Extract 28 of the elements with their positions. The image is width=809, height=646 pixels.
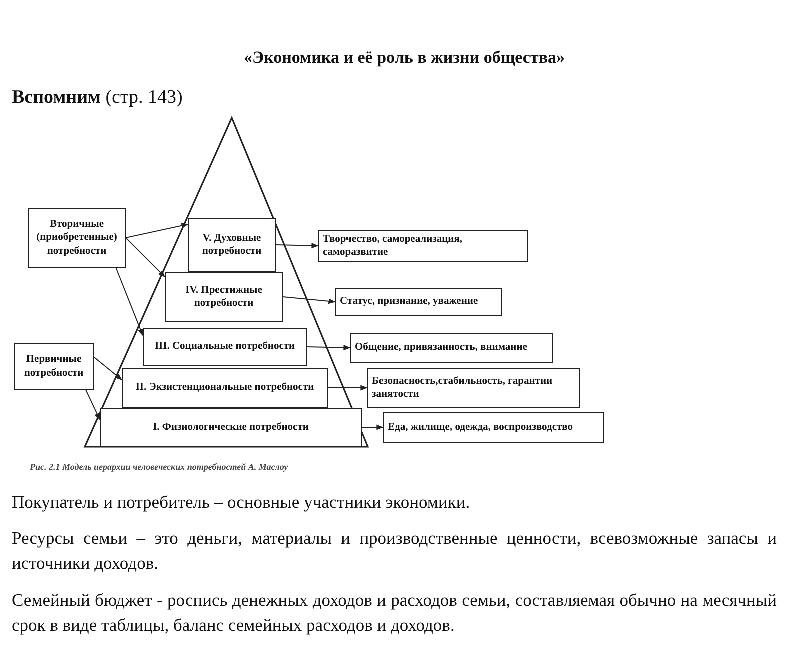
arrow xyxy=(362,424,384,430)
paragraph: Семейный бюджет - роспись денежных доходов и расходов семьи, составляемая обычно на месячный срок в виде таблицы, баланс семейных расходов и доходов. xyxy=(12,589,777,638)
need-box: V. Духовные потребности xyxy=(188,218,276,272)
description-box: Еда, жилище, одежда, воспроизводство xyxy=(383,412,604,443)
arrow xyxy=(86,390,100,420)
arrow xyxy=(116,268,144,336)
arrow xyxy=(126,238,166,278)
section-heading: Вспомним (стр. 143) xyxy=(12,86,184,110)
need-box: III. Социальные потребности xyxy=(143,328,307,366)
description-box: Творчество, самореализация, саморазвитие xyxy=(318,230,528,262)
arrow xyxy=(328,385,368,391)
need-box: IV. Престижные потребности xyxy=(165,272,283,322)
description-box: Общение, привязанность, внимание xyxy=(350,333,553,363)
arrow xyxy=(94,356,123,380)
paragraph: Ресурсы семьи – это деньги, материалы и производственные ценности, всевозможные запасы и источники доходов. xyxy=(12,527,777,576)
title: «Экономика и её роль в жизни общества» xyxy=(242,48,566,68)
description-box: Статус, признание, уважение xyxy=(335,288,502,316)
need-box: Вторичные (приобретенные) потребности xyxy=(28,208,126,268)
description-box: Безопасность,стабильность, гарантии занятости xyxy=(367,368,580,408)
arrow xyxy=(306,345,351,351)
paragraph: Покупатель и потребитель – основные участники экономики. xyxy=(12,491,472,514)
need-box: I. Физиологические потребности xyxy=(100,408,362,447)
arrow xyxy=(276,243,319,249)
need-box: II. Экзистенциональные потребности xyxy=(122,368,328,408)
figure-caption: Рис. 2.1 Модель иерархии человеческих потребностей А. Маслоу xyxy=(30,462,288,472)
need-box: Первичные потребности xyxy=(14,343,94,390)
arrow xyxy=(282,296,336,304)
arrow xyxy=(126,223,189,238)
